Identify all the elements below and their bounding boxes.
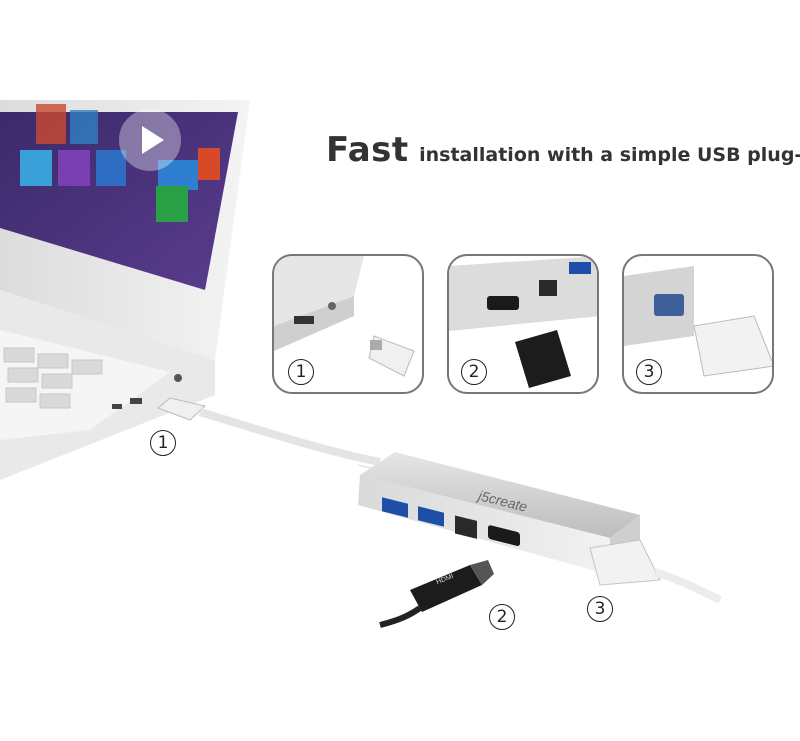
step-number-1: 1 <box>288 359 314 385</box>
laptop <box>0 100 250 480</box>
usb-cable <box>157 397 381 466</box>
usb-port-image <box>274 256 415 377</box>
headline: Fast installation with a simple USB plug… <box>326 130 800 170</box>
step-number-1-scene: 1 <box>150 430 176 456</box>
hdmi-port-image <box>449 256 597 388</box>
step-number-3-scene: 3 <box>587 596 613 622</box>
headline-rest: installation with a simple USB plug-in <box>419 144 800 166</box>
vga-plug <box>589 539 722 604</box>
step-number-2: 2 <box>461 359 487 385</box>
step-number-3: 3 <box>636 359 662 385</box>
panel-hdmi <box>447 254 599 394</box>
step-number-2-scene: 2 <box>489 604 515 630</box>
headline-big: Fast <box>326 130 409 170</box>
hdmi-plug <box>379 560 494 628</box>
vga-port-image <box>624 266 772 377</box>
